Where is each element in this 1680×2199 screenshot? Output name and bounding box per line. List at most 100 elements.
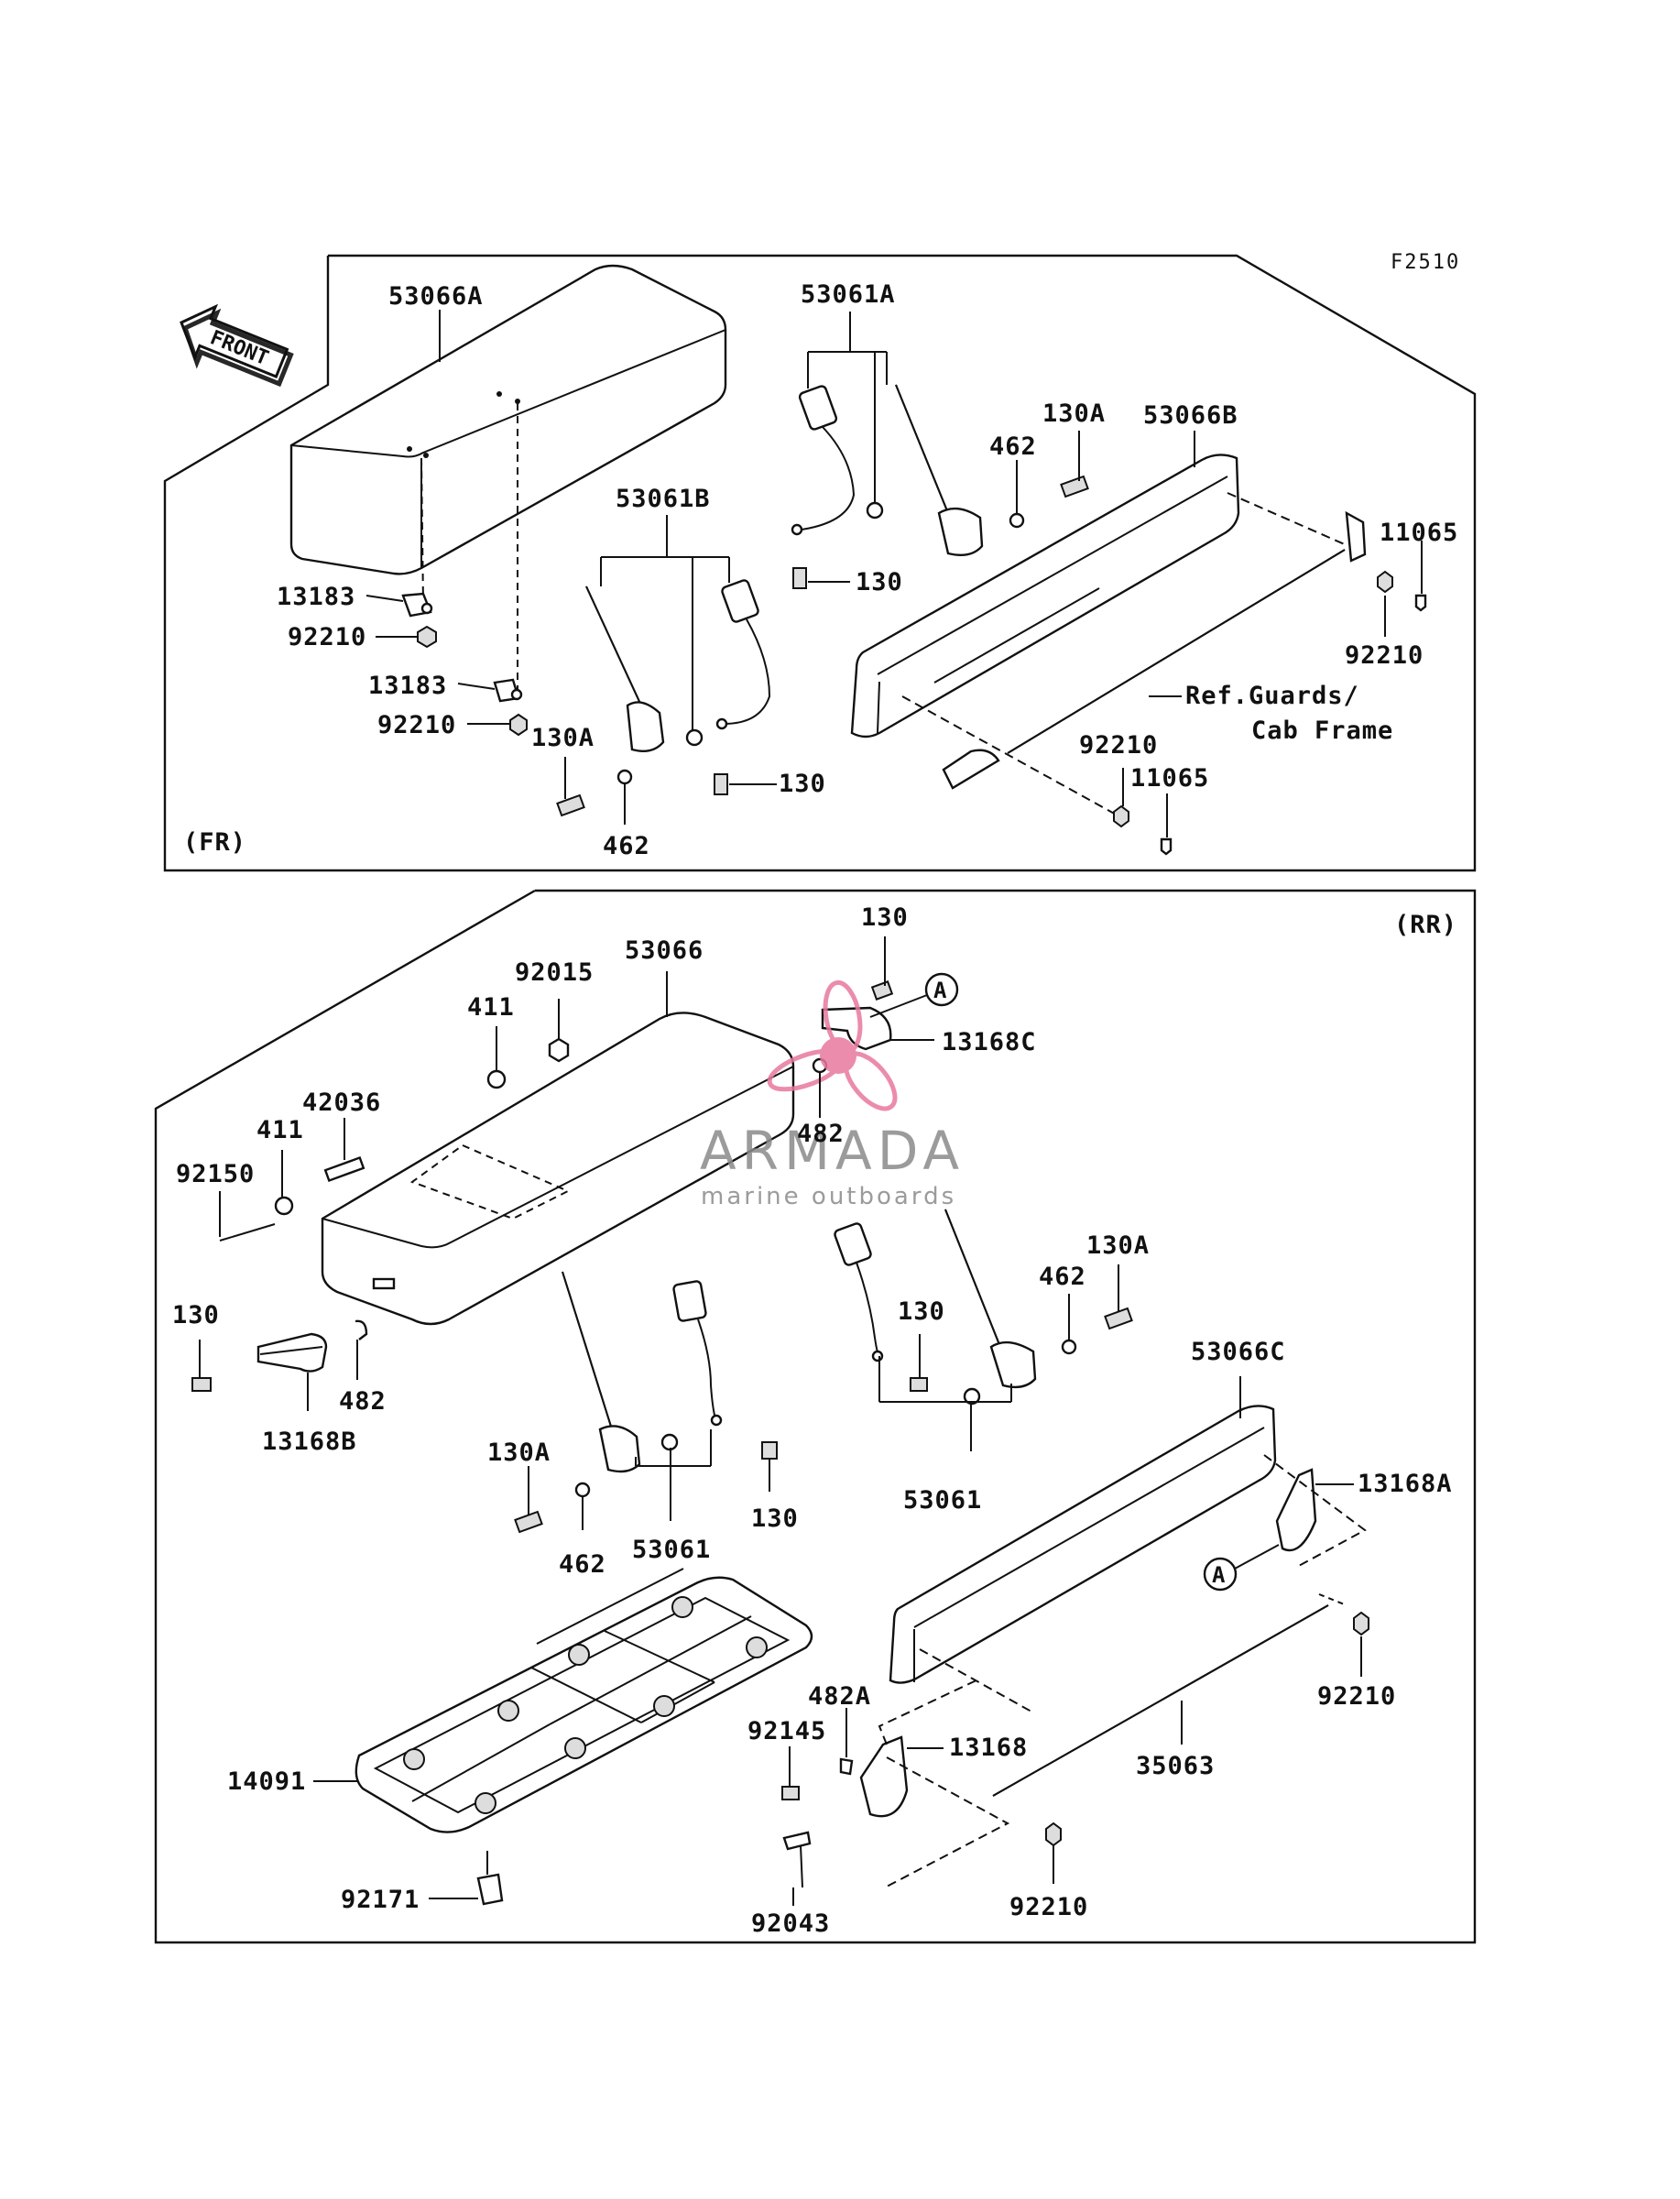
- callout-a-top: A: [869, 972, 959, 1018]
- rear-bolt-130-mid: [910, 1377, 928, 1392]
- rear-seat-belt-left: [562, 1271, 723, 1473]
- label-rr-92150: 92150: [176, 1160, 255, 1188]
- rear-bolt-130-top: [870, 980, 894, 1001]
- rear-bolt-130A-right: [1104, 1307, 1133, 1330]
- label-rr-92145: 92145: [747, 1717, 826, 1745]
- label-92210-mid: 92210: [1079, 731, 1158, 760]
- label-rr-42036: 42036: [302, 1089, 381, 1117]
- label-rr-92043: 92043: [751, 1909, 830, 1938]
- rear-washer-411-left: [274, 1196, 294, 1216]
- label-rr-462-right: 462: [1039, 1263, 1086, 1291]
- front-bolt-130-right: [792, 567, 807, 589]
- label-ref-guards: Ref.Guards/: [1185, 682, 1359, 710]
- label-rr-130-center: 130: [751, 1504, 799, 1533]
- label-13183-a: 13183: [277, 583, 355, 611]
- figure-code: F2510: [1391, 251, 1460, 274]
- rear-bracket-13168: [859, 1678, 1010, 1888]
- part-labels: 53066A 53061A 130A 53066B 462 11065 5306…: [172, 280, 1458, 1938]
- rear-clip-482A: [839, 1757, 854, 1776]
- rear-bracket-13168B: [256, 1332, 328, 1373]
- label-rr-482A: 482A: [808, 1682, 871, 1711]
- rear-floor-mat: [355, 1568, 813, 1833]
- label-11065-mid: 11065: [1130, 764, 1209, 793]
- label-rr-92171: 92171: [341, 1886, 420, 1914]
- rear-washer-462-left: [574, 1482, 591, 1498]
- rear-washer-482-left: [355, 1319, 368, 1340]
- rear-seat-back-bar: [992, 1593, 1347, 1797]
- label-rr-53061-right: 53061: [903, 1486, 982, 1515]
- front-clip-11065-mid: [1160, 837, 1173, 856]
- front-bolt-130A-right: [1060, 475, 1089, 498]
- front-cushion-nut-a: [417, 625, 437, 649]
- armada-watermark: ARMADA marine outboards: [700, 979, 959, 1210]
- rear-nut-92015: [548, 1037, 570, 1063]
- front-seat-belt-left-b: [585, 579, 771, 752]
- front-cushion-nut-b: [509, 713, 528, 737]
- front-nut-92210-right: [1377, 570, 1393, 594]
- rear-pin-42036: [323, 1155, 365, 1183]
- label-462-top: 462: [989, 432, 1037, 461]
- label-rr-92015: 92015: [515, 958, 594, 987]
- label-53066A: 53066A: [388, 282, 484, 311]
- label-rr-130-mid: 130: [898, 1297, 945, 1326]
- rear-clip-92171: [476, 1851, 504, 1906]
- label-53061A: 53061A: [801, 280, 896, 309]
- label-rr-130A-right: 130A: [1086, 1231, 1150, 1260]
- watermark-tagline: marine outboards: [701, 1183, 956, 1210]
- front-clip-11065-right: [1414, 594, 1427, 612]
- label-rr-53066: 53066: [625, 936, 704, 965]
- rear-section-frame: [154, 889, 1477, 1944]
- rear-bolt-130A-left: [514, 1510, 543, 1534]
- label-rr-92210-bottom: 92210: [1009, 1893, 1088, 1921]
- label-rr-482-top: 482: [797, 1120, 845, 1148]
- rear-nut-92210-right: [1353, 1611, 1369, 1636]
- rear-seat-cushion: [321, 1012, 795, 1326]
- label-11065-top: 11065: [1380, 519, 1458, 547]
- label-462-bottom: 462: [603, 832, 650, 860]
- front-cushion-bracket-a: [401, 592, 433, 618]
- label-rr-13168C: 13168C: [942, 1028, 1037, 1056]
- label-92210-a: 92210: [288, 623, 366, 651]
- rear-washer-411-top: [486, 1069, 507, 1089]
- rear-nut-92210-bottom: [1045, 1822, 1062, 1847]
- front-washer-462-left: [616, 769, 633, 785]
- rear-washer-462-right: [1061, 1339, 1077, 1355]
- front-cushion-bracket-b: [493, 678, 523, 703]
- front-nut-92210-mid: [1113, 804, 1129, 828]
- leader-lines: [199, 310, 1423, 1906]
- front-section-frame: [163, 254, 1477, 872]
- front-washer-462-right: [1009, 512, 1025, 529]
- label-rr-411-b: 411: [256, 1116, 304, 1144]
- label-rr-130-left: 130: [172, 1301, 220, 1329]
- label-rr-92210-right: 92210: [1317, 1682, 1396, 1711]
- front-section-label: (FR): [183, 828, 246, 857]
- label-130-mid: 130: [779, 770, 826, 798]
- label-rr-13168B: 13168B: [262, 1428, 357, 1456]
- label-rr-130-top: 130: [861, 903, 909, 932]
- label-cab-frame: Cab Frame: [1251, 717, 1393, 745]
- label-rr-462-left: 462: [559, 1550, 606, 1579]
- rear-bolt-92145: [781, 1786, 800, 1800]
- label-130A-mid: 130A: [531, 724, 595, 752]
- front-seat-back-bar: [901, 492, 1367, 816]
- front-arrow-icon: FRONT: [180, 303, 294, 388]
- rear-bolt-130-left: [191, 1377, 212, 1392]
- rear-section-label: (RR): [1394, 911, 1457, 939]
- front-bolt-130A-left: [556, 793, 585, 817]
- label-130-top: 130: [856, 568, 903, 596]
- front-bolt-130-left: [714, 773, 728, 795]
- label-92210-right: 92210: [1345, 641, 1424, 670]
- label-rr-13168A: 13168A: [1358, 1470, 1453, 1498]
- label-rr-411-a: 411: [467, 993, 515, 1022]
- front-seat-cushion: [289, 264, 727, 692]
- svg-text:A: A: [1212, 1562, 1226, 1588]
- rear-bolt-92150: [219, 1223, 276, 1242]
- label-92210-b: 92210: [377, 711, 456, 739]
- rear-bolt-130-center: [761, 1441, 778, 1460]
- label-rr-14091: 14091: [227, 1767, 306, 1796]
- rear-bracket-13168A: [1263, 1454, 1367, 1568]
- label-rr-53061-left: 53061: [632, 1536, 711, 1564]
- rear-bolt-92043: [782, 1831, 812, 1888]
- label-53066B: 53066B: [1143, 401, 1238, 430]
